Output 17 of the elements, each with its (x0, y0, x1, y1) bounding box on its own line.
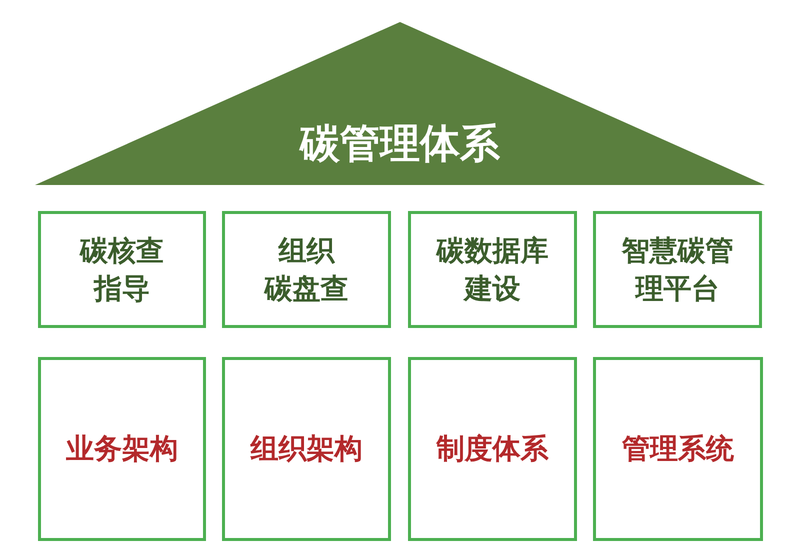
box-label: 碳核查指导 (80, 232, 164, 306)
service-box (593, 211, 762, 328)
pillar-box (593, 357, 763, 541)
box-label: 组织碳盘查 (264, 232, 348, 306)
roof-title: 碳管理体系 (300, 120, 500, 168)
box-label: 管理系统 (622, 431, 734, 468)
box-label: 智慧碳管理平台 (622, 232, 734, 306)
service-box (38, 211, 206, 328)
pillar-box (408, 357, 577, 541)
box-label: 业务架构 (66, 431, 178, 468)
box-label: 制度体系 (436, 431, 548, 468)
service-box (222, 211, 391, 328)
box-label: 组织架构 (250, 431, 362, 468)
service-box (408, 211, 577, 328)
pillar-box (222, 357, 391, 541)
pillar-box (38, 357, 206, 541)
box-label: 碳数据库建设 (436, 232, 548, 306)
